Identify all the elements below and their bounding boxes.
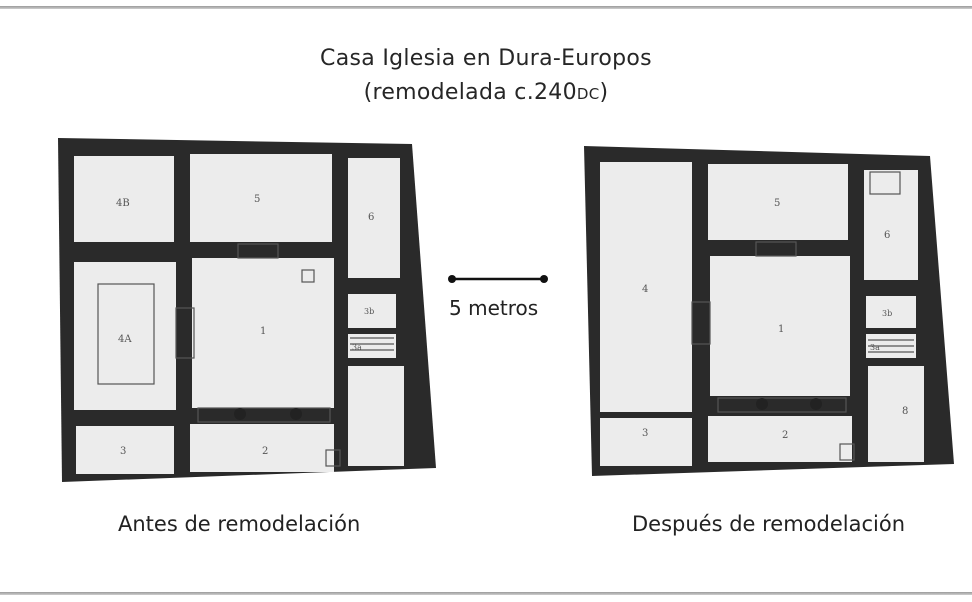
floor-plan-before: 4B 5 6 4A 1 3b 3a 3 2 <box>58 138 436 482</box>
room-label-4a: 4A <box>118 334 132 345</box>
room-3 <box>76 426 174 474</box>
room-label-1: 1 <box>260 326 266 337</box>
plan-before-columns <box>234 408 302 420</box>
room-label-3a: 3a <box>352 343 362 352</box>
top-rule <box>0 6 972 9</box>
room-label-3a: 3a <box>870 343 880 352</box>
room-label-3: 3 <box>642 428 648 439</box>
room-4a <box>74 262 176 410</box>
room-3 <box>600 418 692 466</box>
room-6 <box>348 158 400 278</box>
room-label-8: 8 <box>902 406 908 417</box>
plan-before-details <box>97 243 394 467</box>
room-4 <box>600 162 692 412</box>
plan-before-rooms <box>74 154 404 474</box>
plan-before-labels: 4B 5 6 4A 1 3b 3a 3 2 <box>116 194 374 457</box>
room-right-lower <box>348 366 404 466</box>
room-6 <box>864 170 918 280</box>
room-label-6: 6 <box>884 230 890 241</box>
room-5 <box>190 154 332 242</box>
room-2 <box>190 424 334 472</box>
room-label-5: 5 <box>774 198 780 209</box>
room-label-2: 2 <box>262 446 268 457</box>
room-1 <box>710 256 850 396</box>
room-label-1: 1 <box>778 324 784 335</box>
caption-after: Después de remodelación <box>632 512 906 536</box>
room-4b <box>74 156 174 242</box>
scale-bar <box>448 275 548 283</box>
room-label-3b: 3b <box>364 307 374 316</box>
room-label-3: 3 <box>120 446 126 457</box>
room-label-3b: 3b <box>882 309 892 318</box>
plan-after-labels: 5 6 4 1 3b 3a 8 3 2 <box>642 198 908 441</box>
plan-after-columns <box>756 398 822 410</box>
room-label-4b: 4B <box>116 198 130 209</box>
room-8 <box>868 366 924 462</box>
floor-plan-after: 5 6 4 1 3b 3a 8 3 2 <box>584 146 954 476</box>
room-1 <box>192 258 334 408</box>
room-label-6: 6 <box>368 212 374 223</box>
plan-after-rooms <box>600 162 924 466</box>
diagram-title: Casa Iglesia en Dura-Europos <box>320 46 652 71</box>
room-label-5: 5 <box>254 194 260 205</box>
room-label-4: 4 <box>642 284 648 295</box>
plan-after-details <box>691 171 914 461</box>
room-2 <box>708 416 852 462</box>
caption-before: Antes de remodelación <box>118 512 361 536</box>
scale-bar-label: 5 metros <box>449 296 539 320</box>
bottom-rule <box>0 592 972 595</box>
diagram-subtitle: (remodelada c.240DC) <box>363 80 609 105</box>
room-3b <box>866 296 916 328</box>
room-5 <box>708 164 848 240</box>
room-label-2: 2 <box>782 430 788 441</box>
room-3b <box>348 294 396 328</box>
